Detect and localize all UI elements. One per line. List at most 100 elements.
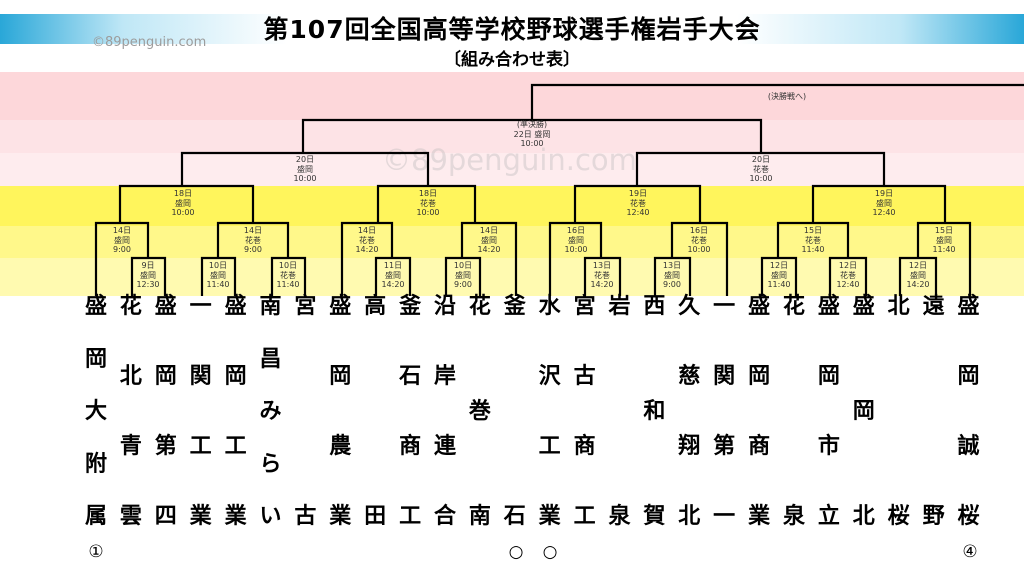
match-label-m6: 14日 花巻 14:20: [355, 226, 379, 254]
team-name: 西和賀: [637, 296, 671, 528]
team-name-char: 沿: [433, 294, 456, 319]
team-name-char: 盛: [154, 294, 177, 319]
team-name: 盛岡大附属: [79, 296, 113, 528]
team-name-char: 古: [573, 364, 596, 389]
team-name-char: 誠: [957, 434, 980, 459]
team-name-char: 石: [399, 364, 422, 389]
match-label-m9: 14日 盛岡 14:20: [477, 226, 501, 254]
team-name-char: 工: [538, 434, 561, 459]
team-name-char: 岡: [154, 364, 177, 389]
line-m8: [444, 256, 482, 296]
match-label-m14: 12日 盛岡 11:40: [767, 261, 791, 289]
team-name-char: 北: [119, 364, 142, 389]
line-m10: [548, 221, 603, 296]
team-name: 花泉: [777, 296, 811, 528]
team-name-char: 巻: [468, 399, 491, 424]
match-label-m3: 10日 盛岡 11:40: [206, 261, 230, 289]
line-m5: [270, 256, 307, 296]
page-title: 第107回全国高等学校野球選手権岩手大会: [263, 15, 761, 44]
match-label-m5: 10日 花巻 11:40: [276, 261, 300, 289]
line-m9: [460, 221, 518, 296]
team-name-char: 桜: [887, 504, 910, 529]
team-name-char: み: [259, 399, 282, 424]
match-label-m2: 9日 盛岡 12:30: [136, 261, 160, 289]
team-name-char: 盛: [748, 294, 771, 319]
team-name-char: 北: [852, 504, 875, 529]
match-label-qfa: 20日 盛岡 10:00: [293, 155, 317, 183]
team-name-char: 盛: [817, 294, 840, 319]
team-name-char: 市: [817, 434, 840, 459]
team-name-char: 賀: [643, 504, 666, 529]
match-label-m16: 12日 花巻 12:40: [836, 261, 860, 289]
team-name: 盛岡誠桜: [952, 296, 986, 528]
team-name-char: 業: [538, 504, 561, 529]
team-name-char: 野: [922, 504, 945, 529]
team-name-char: 岡: [852, 399, 875, 424]
match-label-m12: 13日 盛岡 9:00: [662, 261, 682, 289]
team-name-char: 岡: [84, 346, 107, 372]
line-r3a: [118, 184, 255, 223]
match-label-r3a: 18日 盛岡 10:00: [171, 189, 195, 217]
team-name: 北桜: [882, 296, 916, 528]
team-name-char: 工: [573, 504, 596, 529]
match-label-m15: 15日 花巻 11:40: [801, 226, 825, 254]
team-name-char: 慈: [678, 364, 701, 389]
team-name-char: 一: [189, 294, 212, 319]
match-label-m4: 14日 花巻 9:00: [243, 226, 263, 254]
match-label-m13: 16日 花巻 10:00: [687, 226, 711, 254]
line-m2: [130, 256, 167, 296]
team-name-char: 農: [329, 434, 352, 459]
team-name-char: 南: [259, 294, 282, 319]
seed-mark-last: ④: [962, 542, 978, 562]
team-name-char: 岡: [957, 364, 980, 389]
team-name-char: 業: [189, 504, 212, 529]
team-name: 沿岸連合: [428, 296, 462, 528]
team-name-char: 盛: [329, 294, 352, 319]
team-name-char: 花: [119, 294, 142, 319]
team-name: 釜石商工: [393, 296, 427, 528]
team-name-char: 立: [817, 504, 840, 529]
team-name: 一関工業: [184, 296, 218, 528]
band-yellow-mid: [0, 226, 1024, 258]
team-name-char: 附: [84, 451, 107, 477]
line-m7: [374, 256, 412, 296]
team-name-char: 岡: [748, 364, 771, 389]
band-pink-mid: [0, 120, 1024, 153]
team-name-char: 岸: [433, 364, 456, 389]
team-name: 水沢工業: [533, 296, 567, 528]
match-label-qfb: 20日 花巻 10:00: [749, 155, 773, 183]
line-r3d: [811, 184, 947, 223]
center-watermark: ©89penguin.com: [382, 143, 637, 177]
team-name-char: 第: [154, 434, 177, 459]
line-m18: [916, 221, 972, 296]
team-name-char: 業: [329, 504, 352, 529]
line-m4: [216, 221, 290, 258]
team-name: 盛岡商業: [742, 296, 776, 528]
match-label-r3b: 18日 花巻 10:00: [416, 189, 440, 217]
team-name-char: 宮: [573, 294, 596, 319]
match-label-m7: 11日 盛岡 14:20: [381, 261, 405, 289]
team-name-char: 釜: [399, 294, 422, 319]
team-name-char: 工: [399, 504, 422, 529]
page-subtitle: 〔組み合わせ表〕: [444, 50, 580, 70]
team-name-char: 宮: [294, 294, 317, 319]
team-name-char: 大: [84, 399, 107, 424]
seed-mark-first: ①: [88, 542, 104, 562]
team-name-char: 昌: [259, 346, 282, 372]
match-label-r3c: 19日 花巻 12:40: [626, 189, 650, 217]
team-name-char: 業: [224, 504, 247, 529]
team-name-char: 桜: [957, 504, 980, 529]
team-name-char: 関: [189, 364, 212, 389]
match-label-m17: 12日 盛岡 14:20: [906, 261, 930, 289]
team-name-char: 釜: [503, 294, 526, 319]
team-name-char: 岩: [608, 294, 631, 319]
team-name-char: 一: [713, 294, 736, 319]
match-label-sf: (準決勝) 22日 盛岡 10:00: [513, 120, 551, 148]
team-name: 宮古商工: [568, 296, 602, 528]
match-label-m10: 16日 盛岡 10:00: [564, 226, 588, 254]
line-m12: [653, 256, 692, 296]
team-name-char: 泉: [608, 504, 631, 529]
match-label-m11: 13日 花巻 14:20: [590, 261, 614, 289]
team-name-char: 岡: [817, 364, 840, 389]
seed-mark-13: ○: [508, 542, 524, 562]
